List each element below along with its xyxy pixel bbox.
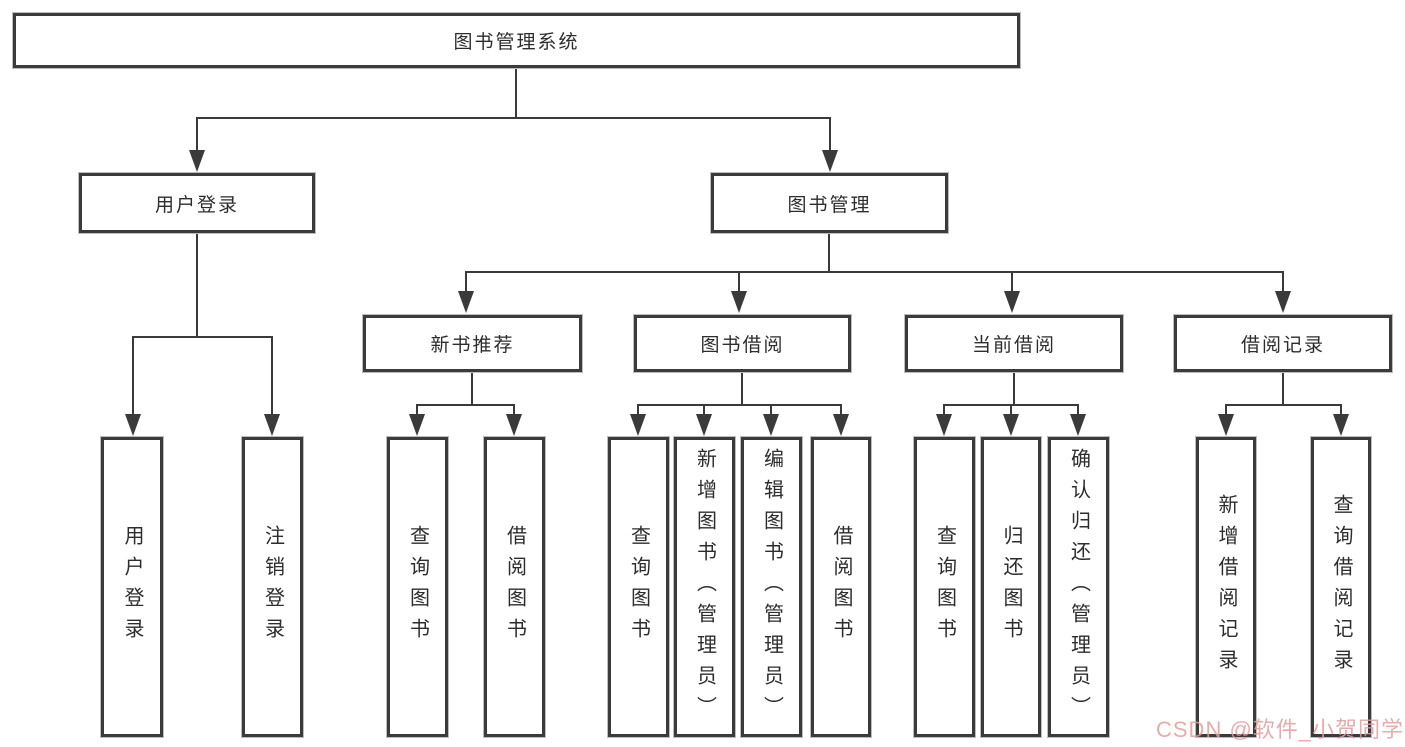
connector-line (465, 271, 1284, 273)
arrow-down-icon (1275, 291, 1291, 313)
arrow-down-icon (630, 414, 646, 436)
connector-line (943, 406, 945, 416)
node-new-book-recommend: 新书推荐 (363, 315, 582, 372)
connector-line (465, 273, 467, 293)
node-confirm-return-admin: 确认归还（管理员） (1048, 437, 1109, 737)
connector-line (132, 336, 273, 338)
connector-line (1225, 406, 1227, 416)
node-query-books-current: 查询图书 (914, 437, 975, 737)
connector-line (132, 338, 134, 416)
node-add-books-admin: 新增图书（管理员） (674, 437, 735, 737)
connector-line (271, 338, 273, 416)
connector-line (943, 404, 1079, 406)
connector-line (738, 273, 740, 293)
connector-line (1282, 372, 1284, 406)
arrow-down-icon (936, 414, 952, 436)
connector-line (416, 406, 418, 416)
arrow-down-icon (189, 150, 205, 172)
node-borrow-records: 借阅记录 (1174, 315, 1392, 372)
connector-line (637, 404, 842, 406)
connector-line (829, 118, 831, 154)
arrow-down-icon (264, 414, 280, 436)
connector-line (1077, 406, 1079, 416)
arrow-down-icon (822, 150, 838, 172)
arrow-down-icon (1004, 291, 1020, 313)
connector-line (1225, 404, 1342, 406)
arrow-down-icon (125, 414, 141, 436)
connector-line (1340, 406, 1342, 416)
node-library-management-system: 图书管理系统 (13, 13, 1020, 68)
arrow-down-icon (409, 414, 425, 436)
connector-line (513, 406, 515, 416)
arrow-down-icon (458, 291, 474, 313)
connector-line (196, 233, 198, 338)
node-borrow-books-recommend: 借阅图书 (484, 437, 545, 737)
connector-line (840, 406, 842, 416)
node-query-books-borrowing: 查询图书 (608, 437, 669, 737)
connector-line (471, 372, 473, 406)
node-logout: 注销登录 (242, 437, 303, 737)
connector-line (416, 404, 515, 406)
node-add-borrow-record: 新增借阅记录 (1196, 437, 1256, 737)
connector-line (741, 372, 743, 406)
connector-line (196, 117, 831, 119)
node-book-management: 图书管理 (711, 173, 948, 233)
connector-line (770, 406, 772, 416)
node-query-borrow-record: 查询借阅记录 (1311, 437, 1371, 737)
node-current-borrowing: 当前借阅 (905, 315, 1123, 372)
arrow-down-icon (1070, 414, 1086, 436)
arrow-down-icon (731, 291, 747, 313)
node-user-login: 用户登录 (79, 173, 315, 233)
connector-line (828, 233, 830, 273)
connector-line (1282, 273, 1284, 293)
watermark: CSDN @软件_小贺同学 (1156, 717, 1405, 742)
node-user-login-leaf: 用户登录 (101, 437, 163, 737)
arrow-down-icon (506, 414, 522, 436)
connector-line (196, 118, 198, 154)
node-book-borrowing: 图书借阅 (634, 315, 851, 372)
node-borrow-books-leaf: 借阅图书 (811, 437, 871, 737)
connector-line (703, 406, 705, 416)
arrow-down-icon (696, 414, 712, 436)
connector-line (1010, 406, 1012, 416)
connector-line (515, 68, 517, 118)
node-return-books: 归还图书 (981, 437, 1041, 737)
connector-line (1013, 372, 1015, 406)
arrow-down-icon (833, 414, 849, 436)
arrow-down-icon (1218, 414, 1234, 436)
arrow-down-icon (1003, 414, 1019, 436)
connector-line (1011, 273, 1013, 293)
node-query-books-recommend: 查询图书 (387, 437, 448, 737)
arrow-down-icon (763, 414, 779, 436)
arrow-down-icon (1333, 414, 1349, 436)
connector-line (637, 406, 639, 416)
node-edit-books-admin: 编辑图书（管理员） (741, 437, 802, 737)
